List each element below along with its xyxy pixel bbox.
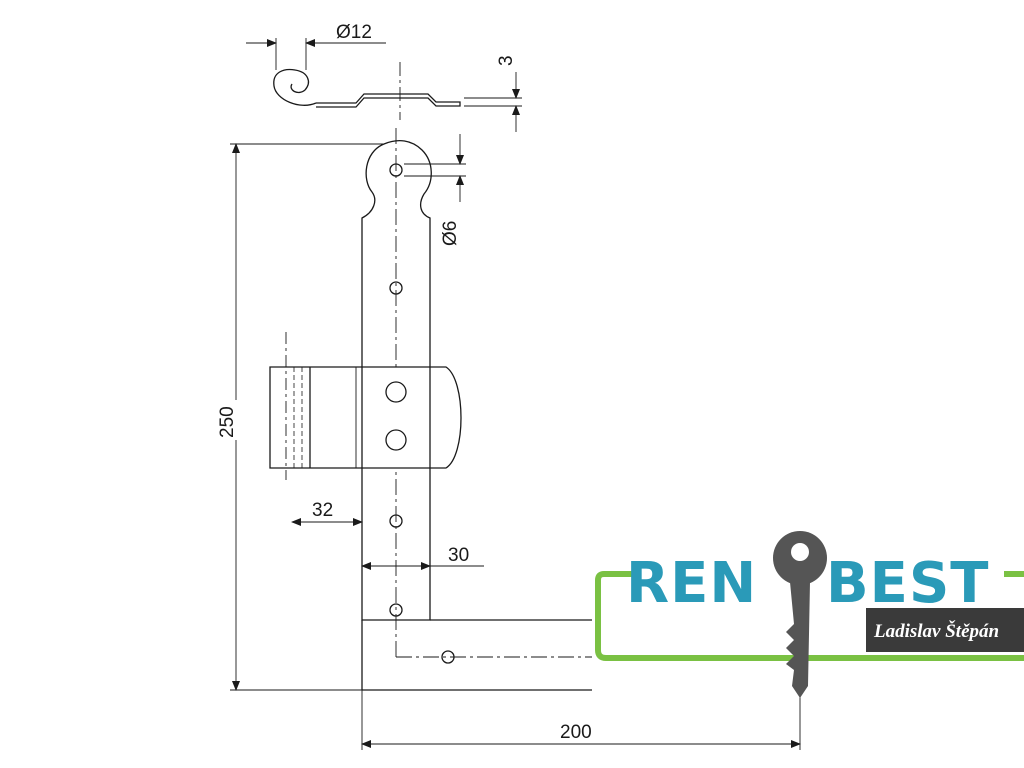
- key-icon: [773, 531, 827, 698]
- label-hole-diameter: Ø6: [440, 221, 461, 246]
- sleeve: [269, 332, 462, 480]
- dim-plate-thickness: [464, 72, 522, 132]
- label-plate-thickness: 3: [496, 55, 517, 66]
- brand-left: REN: [626, 551, 757, 616]
- dim-total-height: [230, 143, 384, 691]
- owner-name: Ladislav Štěpán: [873, 620, 999, 642]
- side-view: [273, 62, 461, 120]
- renobest-logo: REN BEST Ladislav Štěpán: [595, 531, 1024, 698]
- dim-hole-diameter: [404, 134, 466, 202]
- label-offset-32: 32: [312, 500, 333, 521]
- dim-pin-diameter: [246, 38, 386, 70]
- label-width-30: 30: [448, 545, 469, 566]
- dim-length-200: [361, 690, 801, 750]
- arm: [361, 619, 592, 691]
- brand-right: BEST: [826, 551, 989, 616]
- label-length-200: 200: [560, 722, 592, 743]
- label-pin-diameter: Ø12: [336, 22, 372, 43]
- label-total-height: 250: [217, 406, 238, 438]
- dim-offset-32: [291, 468, 363, 528]
